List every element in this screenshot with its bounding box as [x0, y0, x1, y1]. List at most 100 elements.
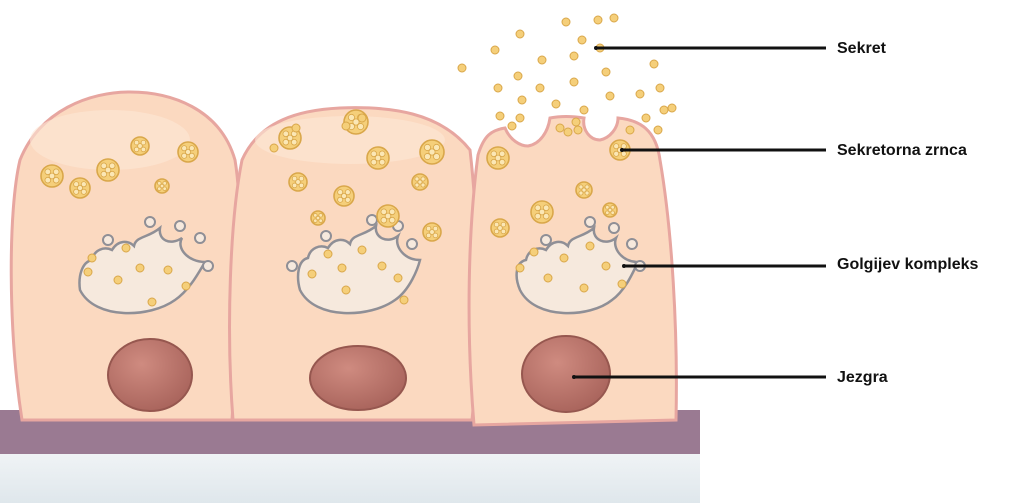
secretory-granule-small: [602, 262, 610, 270]
secretory-granule-small: [544, 274, 552, 282]
label-secretion: Sekret: [837, 40, 886, 58]
secretory-granule: [603, 203, 617, 217]
secretory-granule: [531, 201, 553, 223]
secretory-granule: [420, 140, 444, 164]
secretory-granule-small: [164, 266, 172, 274]
secretory-granule-small: [324, 250, 332, 258]
label-secretory-granules: Sekretorna zrnca: [837, 142, 967, 160]
secretion-particle: [570, 78, 578, 86]
secretion-particle: [594, 16, 602, 24]
secretory-granule-small: [394, 274, 402, 282]
golgi-vesicle: [627, 239, 637, 249]
golgi-vesicle: [287, 261, 297, 271]
secretion-particle: [654, 126, 662, 134]
label-golgi-complex: Golgijev kompleks: [837, 256, 978, 274]
secretion-particle: [538, 56, 546, 64]
secretory-granule: [131, 137, 149, 155]
secretion-particle: [642, 114, 650, 122]
secretory-granule-small: [586, 242, 594, 250]
nucleus: [522, 336, 610, 412]
secretion-particle: [562, 18, 570, 26]
secretory-granule: [491, 219, 509, 237]
golgi-vesicle: [203, 261, 213, 271]
golgi-vesicle: [195, 233, 205, 243]
secretion-particle: [660, 106, 668, 114]
secretory-granule: [487, 147, 509, 169]
secretory-granule-small: [560, 254, 568, 262]
secretory-granule-small: [308, 270, 316, 278]
secretory-granule-small: [270, 144, 278, 152]
golgi-vesicle: [367, 215, 377, 225]
secretion-particle: [552, 100, 560, 108]
secretion-particle: [606, 92, 614, 100]
secretion-particle: [516, 114, 524, 122]
secretion-particle: [494, 84, 502, 92]
secretion-particle: [518, 96, 526, 104]
secretion-particle: [636, 90, 644, 98]
label-nucleus: Jezgra: [837, 369, 888, 387]
secretion-particle: [516, 30, 524, 38]
golgi-vesicle: [585, 217, 595, 227]
secretion-particle: [496, 112, 504, 120]
secretion-particle: [602, 68, 610, 76]
secretory-granule-small: [136, 264, 144, 272]
secretory-granule-small: [148, 298, 156, 306]
secretory-granule-small: [182, 282, 190, 290]
secretion-particle: [656, 84, 664, 92]
golgi-vesicle: [321, 231, 331, 241]
golgi-vesicle: [103, 235, 113, 245]
golgi-vesicle: [145, 217, 155, 227]
secretory-granule-small: [84, 268, 92, 276]
secretory-granule-small: [516, 264, 524, 272]
secretory-granule-small: [530, 248, 538, 256]
leader-dot: [594, 46, 598, 50]
secretory-granule: [311, 211, 325, 225]
golgi-vesicle: [175, 221, 185, 231]
nucleus: [310, 346, 406, 410]
secretory-granule: [289, 173, 307, 191]
secretion-particle: [610, 14, 618, 22]
secretory-granule-small: [122, 244, 130, 252]
base-shadow: [0, 450, 700, 503]
secretory-granule-small: [338, 264, 346, 272]
leader-dot: [620, 148, 624, 152]
secretion-particle: [580, 106, 588, 114]
golgi-vesicle: [407, 239, 417, 249]
secretion-particle: [626, 126, 634, 134]
leader-dot: [572, 375, 576, 379]
secretory-granule: [367, 147, 389, 169]
secretion-particle: [556, 124, 564, 132]
secretion-particle: [668, 104, 676, 112]
secretion-particle: [514, 72, 522, 80]
secretory-granule-small: [342, 122, 350, 130]
secretion-particle: [570, 52, 578, 60]
secretory-granule: [576, 182, 592, 198]
golgi-vesicle: [609, 223, 619, 233]
golgi-vesicle: [541, 235, 551, 245]
secretory-granule-small: [358, 246, 366, 254]
secretory-granule-small: [292, 124, 300, 132]
secretory-granule-small: [114, 276, 122, 284]
secretory-granule-small: [572, 118, 580, 126]
secretion-particle: [578, 36, 586, 44]
secretory-granule: [97, 159, 119, 181]
secretion-particle: [536, 84, 544, 92]
secretory-granule: [334, 186, 354, 206]
secretory-granule: [423, 223, 441, 241]
secretory-granule: [41, 165, 63, 187]
secretory-granule-small: [88, 254, 96, 262]
secretory-granule: [155, 179, 169, 193]
secretory-granule-small: [378, 262, 386, 270]
secretory-granule-small: [618, 280, 626, 288]
secretory-granule-small: [400, 296, 408, 304]
secretory-granule-small: [564, 128, 572, 136]
secretion-particle: [650, 60, 658, 68]
secretory-granule-small: [580, 284, 588, 292]
secretory-granule: [178, 142, 198, 162]
secretion-particle: [574, 126, 582, 134]
secretion-particle: [508, 122, 516, 130]
nucleus: [108, 339, 192, 411]
secretory-granule: [377, 205, 399, 227]
